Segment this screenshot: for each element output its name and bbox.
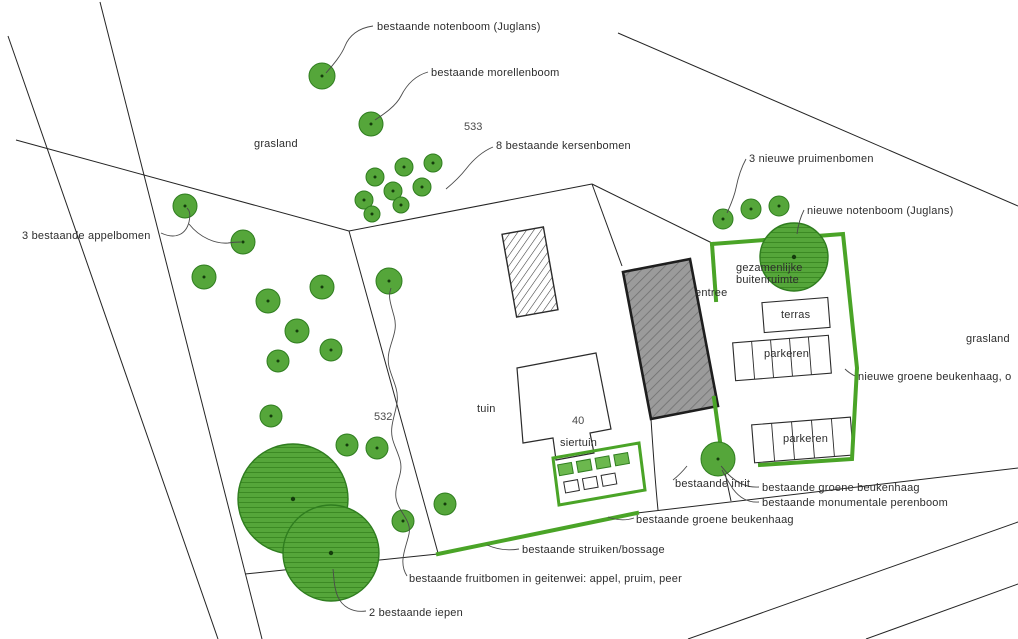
main-building bbox=[621, 257, 720, 421]
tree bbox=[319, 338, 343, 362]
label-parkeren-1: parkeren bbox=[764, 348, 809, 360]
tree bbox=[309, 274, 335, 300]
label-nieuwe-beukenhaag: nieuwe groene beukenhaag, o bbox=[858, 371, 1011, 383]
tree bbox=[383, 181, 403, 201]
leader-fruitbomen bbox=[387, 287, 410, 577]
leader-notenboom bbox=[325, 25, 374, 74]
label-terras: terras bbox=[781, 309, 811, 321]
label-siertuin: siertuin bbox=[560, 437, 597, 449]
barn-building bbox=[501, 226, 559, 318]
existing-beech-hedge-garden bbox=[435, 510, 640, 557]
tree bbox=[266, 349, 290, 373]
label-parkeren-2: parkeren bbox=[783, 433, 828, 445]
label-gezamenlijke-1: gezamenlijke bbox=[736, 262, 803, 274]
tree bbox=[358, 111, 384, 137]
label-grasland-right: grasland bbox=[966, 333, 1010, 345]
tree bbox=[375, 267, 403, 295]
tree bbox=[363, 205, 381, 223]
terrace-and-parking bbox=[732, 296, 854, 464]
label-morellenboom: bestaande morellenboom bbox=[431, 67, 560, 79]
leader-beukenhaag-onder bbox=[607, 516, 635, 521]
parcel-outlines bbox=[348, 183, 732, 554]
leader-struiken bbox=[486, 544, 520, 551]
driveway-left-edge bbox=[650, 418, 659, 511]
terrace bbox=[761, 296, 831, 334]
label-pruimenbomen: 3 nieuwe pruimenbomen bbox=[749, 153, 874, 165]
tree bbox=[259, 404, 283, 428]
tree bbox=[768, 195, 790, 217]
leader-beukenhaag-rechts bbox=[720, 465, 760, 488]
label-parcel-533: 533 bbox=[464, 121, 482, 133]
tree bbox=[365, 436, 389, 460]
tree bbox=[391, 509, 415, 533]
boundary-lines bbox=[7, 1, 1018, 639]
label-kersenbomen: 8 bestaande kersenbomen bbox=[496, 140, 631, 152]
parking-area-1 bbox=[732, 334, 832, 382]
label-gezamenlijke-2: buitenruimte bbox=[736, 274, 799, 286]
leader-morellenboom bbox=[374, 71, 429, 121]
label-iepen: 2 bestaande iepen bbox=[369, 607, 463, 619]
leader-lines bbox=[160, 25, 856, 612]
house-40 bbox=[516, 352, 612, 461]
label-beukenhaag-rechts: bestaande groene beukenhaag bbox=[762, 482, 920, 494]
large-tree bbox=[282, 504, 380, 602]
siertuin-beds bbox=[557, 451, 631, 494]
label-entree: entree bbox=[695, 287, 727, 299]
label-notenboom: bestaande notenboom (Juglans) bbox=[377, 21, 541, 33]
leader-iepen bbox=[332, 568, 367, 612]
leader-nieuwe-notenboom bbox=[796, 209, 805, 235]
leader-nieuwe-beukenhaag bbox=[844, 368, 856, 377]
tree bbox=[354, 190, 374, 210]
label-struiken: bestaande struiken/bossage bbox=[522, 544, 665, 556]
tree bbox=[335, 433, 359, 457]
label-tuin: tuin bbox=[477, 403, 496, 415]
tree bbox=[700, 441, 736, 477]
tree bbox=[433, 492, 457, 516]
label-fruitbomen: bestaande fruitbomen in geitenwei: appel… bbox=[409, 573, 682, 585]
tree bbox=[423, 153, 443, 173]
leader-kersenbomen bbox=[445, 146, 494, 190]
hedge-entree-side bbox=[709, 241, 719, 303]
labels: bestaande notenboom (Juglans) bestaande … bbox=[22, 21, 1011, 619]
label-perenboom: bestaande monumentale perenboom bbox=[762, 497, 948, 509]
tree bbox=[740, 198, 762, 220]
leader-inrit bbox=[672, 465, 688, 481]
tree bbox=[172, 193, 198, 219]
tree bbox=[412, 177, 432, 197]
tree bbox=[255, 288, 281, 314]
tree bbox=[365, 167, 385, 187]
label-nieuwe-notenboom: nieuwe notenboom (Juglans) bbox=[807, 205, 953, 217]
tree bbox=[392, 196, 410, 214]
label-appelbomen: 3 bestaande appelbomen bbox=[22, 230, 151, 242]
label-parcel-532: 532 bbox=[374, 411, 392, 423]
tree bbox=[191, 264, 217, 290]
label-beukenhaag-onder: bestaande groene beukenhaag bbox=[636, 514, 794, 526]
label-huisnummer-40: 40 bbox=[572, 415, 584, 427]
leader-pruimenbomen bbox=[726, 158, 747, 214]
label-inrit: bestaande inrit bbox=[675, 478, 750, 490]
tree bbox=[230, 229, 256, 255]
leader-appelbomen bbox=[160, 207, 191, 237]
tree bbox=[712, 208, 734, 230]
tree bbox=[394, 157, 414, 177]
buildings bbox=[501, 226, 720, 461]
large-tree bbox=[759, 222, 829, 292]
siertuin-hedge bbox=[551, 441, 647, 507]
label-grasland-left: grasland bbox=[254, 138, 298, 150]
trees bbox=[172, 62, 829, 602]
tree bbox=[284, 318, 310, 344]
leader-perenboom bbox=[721, 469, 760, 503]
leader-appelbomen-2 bbox=[188, 223, 242, 244]
